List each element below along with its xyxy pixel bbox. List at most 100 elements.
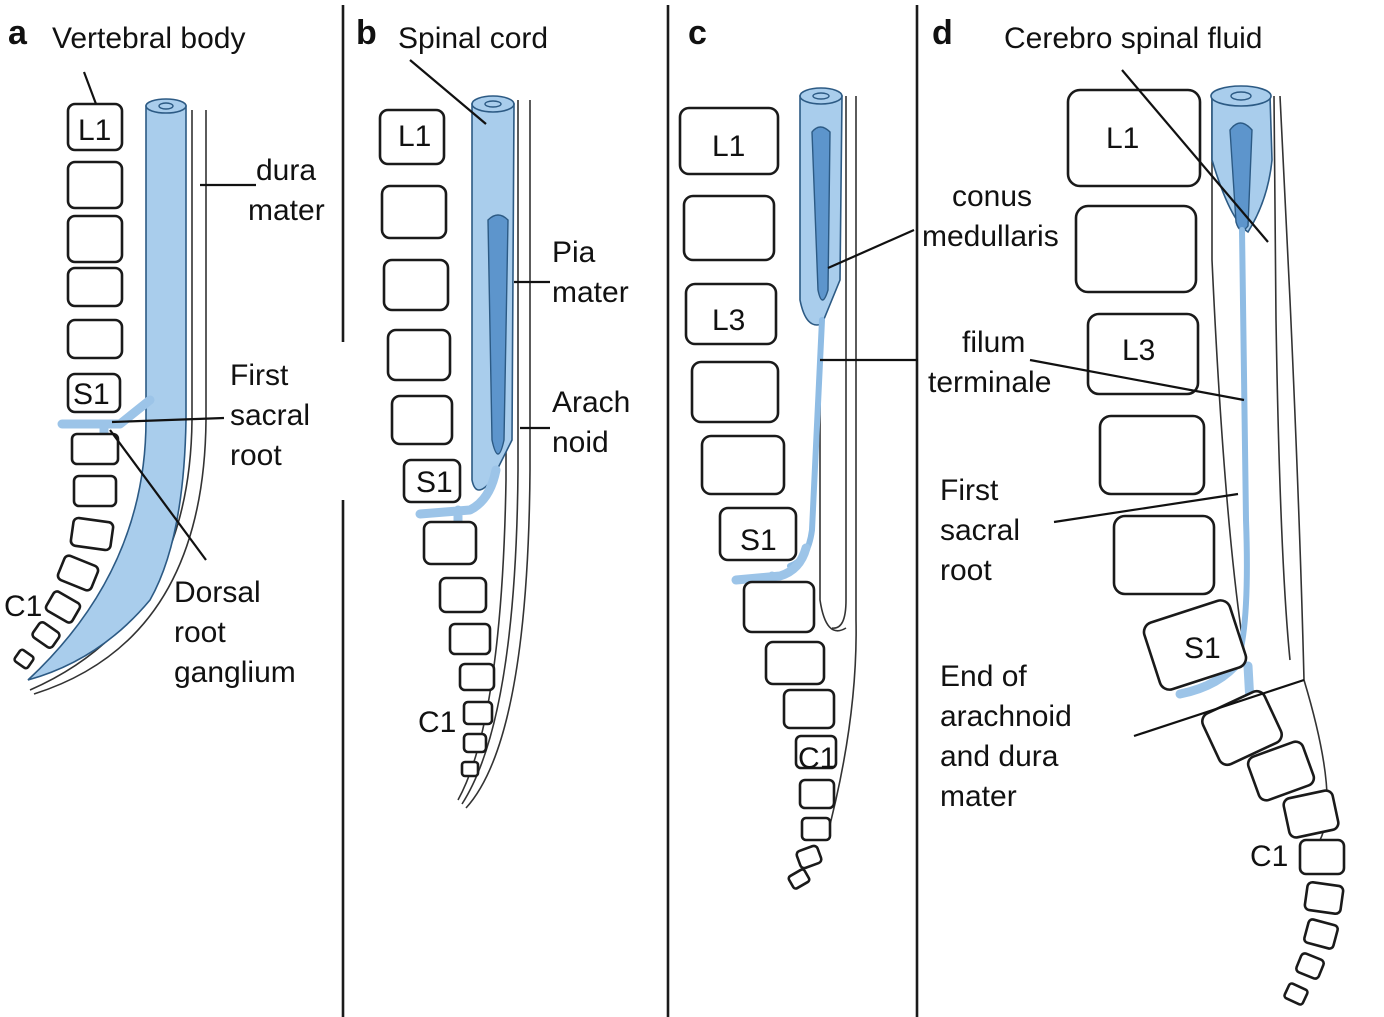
text-line: root [230, 439, 282, 472]
panel-d-sacral-root-label: First sacral root [940, 474, 1028, 587]
vertebra [66, 160, 124, 210]
panel-d-vertebra-l3-label: L3 [1122, 334, 1155, 367]
text-line: terminale [928, 366, 1051, 399]
vertebra [66, 372, 122, 414]
panel-b-letter: b [356, 14, 377, 52]
panel-a-cord-top [145, 98, 187, 114]
panel-b-cord-top [471, 95, 515, 113]
vertebra [462, 700, 494, 726]
panel-d-vertebra-c1-label: C1 [1250, 840, 1288, 873]
text-line: arachnoid [940, 700, 1072, 733]
panel-b-arachnoid-label: Arach noid [552, 386, 639, 459]
text-line: sacral [230, 399, 310, 432]
panel-b-pia-label: Pia mater [552, 236, 629, 309]
panel-b-central-canal [484, 100, 502, 108]
vertebra [402, 458, 462, 504]
text-line: End of [940, 660, 1027, 693]
panel-c: c L1 L3 S1 C1 co [678, 14, 1059, 890]
text-line: medullaris [922, 220, 1059, 253]
panel-d-letter: d [932, 14, 953, 52]
panel-a-vertebral-body-leader [82, 71, 98, 105]
vertebra [800, 816, 832, 842]
vertebra [13, 648, 35, 670]
panel-a: a Vertebral body L1 S1 C1 [4, 10, 325, 695]
panel-c-conus-leader [827, 228, 915, 270]
panel-c-cord-top [799, 87, 843, 105]
panel-c-vertebra-c1-label: C1 [798, 742, 836, 775]
panel-a-letter: a [8, 14, 28, 52]
text-line: First [230, 359, 289, 392]
vertebra [458, 662, 496, 692]
panel-a-title-bg [20, 10, 298, 68]
panel-c-conus [811, 126, 831, 301]
vertebra [1303, 880, 1345, 916]
vertebra [44, 590, 82, 624]
vertebra [378, 108, 446, 166]
text-line: conus [952, 180, 1032, 213]
panel-a-ganglion-label: Dorsal root ganglium [174, 576, 296, 689]
text-line: dura [256, 154, 316, 187]
text-line: ganglium [174, 656, 296, 689]
vertebra [56, 554, 100, 592]
panel-d: d Cerebro spinal fluid L1 L3 S1 C1 [932, 10, 1346, 1006]
panel-d-end-sac-label: End of arachnoid and dura mater [940, 660, 1080, 813]
panel-c-conus-label: conus medullaris [922, 180, 1059, 253]
panel-d-title: Cerebro spinal fluid [1004, 22, 1262, 55]
vertebra [684, 282, 778, 346]
vertebra [1246, 740, 1316, 802]
vertebra [1112, 514, 1216, 596]
vertebra [380, 184, 448, 240]
panel-c-vertebra-l3-label: L3 [712, 304, 745, 337]
vertebra [386, 328, 452, 382]
text-line: root [940, 554, 992, 587]
vertebra [1283, 982, 1309, 1006]
panel-a-vertebra-l1-label: L1 [78, 114, 111, 147]
panel-b-vertebra-s1-label: S1 [416, 466, 453, 499]
panel-a-title: Vertebral body [52, 22, 245, 55]
vertebra [1282, 789, 1340, 839]
panel-d-vertebrae [1066, 88, 1346, 1006]
vertebra [682, 194, 776, 262]
text-line: mater [552, 276, 629, 309]
panel-a-dura-label: dura mater [248, 154, 325, 227]
panel-a-spinal-cord [27, 105, 187, 681]
panel-d-csf-leader [1121, 69, 1269, 243]
vertebra [1074, 204, 1198, 294]
panel-d-title-bg [968, 10, 1334, 68]
vertebra [787, 868, 811, 890]
vertebra [764, 640, 826, 686]
vertebra [72, 474, 118, 508]
vertebra [31, 621, 61, 649]
panel-a-sacral-root-leader [111, 416, 225, 424]
vertebra [66, 214, 124, 264]
vertebra [1066, 88, 1202, 188]
panel-c-letter: c [688, 14, 707, 52]
vertebra [70, 432, 120, 466]
vertebra [462, 732, 488, 754]
panel-d-vertebra-l1-label: L1 [1106, 122, 1139, 155]
vertebra [718, 506, 798, 562]
vertebra [1303, 918, 1339, 950]
panel-d-central-canal [1230, 91, 1252, 101]
vertebra [438, 576, 488, 614]
panel-a-vertebra-c1-label: C1 [4, 590, 42, 623]
vertebra [1098, 414, 1206, 496]
panel-d-filum-leader [1029, 358, 1245, 402]
vertebra [690, 360, 780, 424]
panel-a-ganglion-leader [109, 429, 207, 561]
panel-c-vertebrae [678, 106, 838, 890]
panel-a-sacral-root-label: First sacral root [230, 359, 318, 472]
panel-c-vertebra-l1-label: L1 [712, 130, 745, 163]
vertebra [794, 734, 838, 770]
panel-c-dura-outline [819, 96, 857, 841]
text-line: mater [940, 780, 1017, 813]
vertebra [422, 520, 478, 566]
panel-b-title: Spinal cord [398, 22, 548, 55]
vertebra [1298, 838, 1346, 876]
panel-b-title-bg [376, 10, 586, 68]
vertebra [782, 688, 836, 730]
vertebra [1086, 312, 1200, 396]
text-line: and dura [940, 740, 1059, 773]
panel-a-vertebra-s1-label: S1 [73, 378, 110, 411]
